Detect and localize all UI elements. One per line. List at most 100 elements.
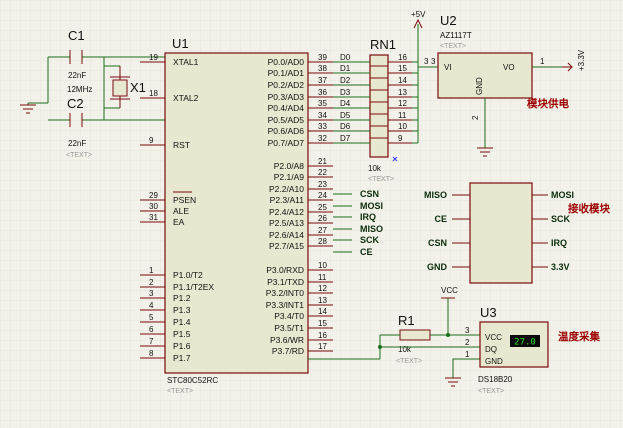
u1-pin-number: 39 [318, 53, 327, 62]
c2-ref: C2 [67, 96, 84, 111]
receiver-left-pin: MISO [424, 190, 447, 200]
capacitor-c1[interactable] [69, 50, 83, 64]
u1-pin-name: XTAL1 [173, 57, 199, 67]
power-module-title: 模块供电 [527, 97, 569, 110]
u1-pin-number: 8 [149, 349, 154, 358]
u3-ref: U3 [480, 305, 497, 320]
u1-pin-name: P2.2/A10 [269, 184, 304, 194]
data-bus-label: D7 [340, 134, 351, 143]
u3-part: DS18B20 [478, 375, 513, 384]
receiver-right-pin: SCK [551, 214, 571, 224]
u1-pin-number: 23 [318, 180, 327, 189]
vcc-label: VCC [441, 286, 458, 295]
u1-pin-name: EA [173, 217, 185, 227]
rn1-pin-number: 13 [398, 88, 407, 97]
u1-pin-name: P1.2 [173, 293, 191, 303]
u1-pin-number: 7 [149, 337, 154, 346]
u1-pin-number: 21 [318, 157, 327, 166]
capacitor-c2[interactable] [69, 113, 83, 127]
u1-pin-name: P1.7 [173, 353, 191, 363]
plus5v-label: +5V [411, 10, 426, 19]
receiver-left-pin: GND [427, 262, 448, 272]
data-bus-label: D6 [340, 122, 351, 131]
u2-pin-out: 1 [540, 57, 545, 66]
u3-pin-gnd: GND [485, 357, 503, 366]
u1-pin-name: P0.4/AD4 [268, 103, 305, 113]
u1-pin-name: P3.2/INT0 [266, 288, 305, 298]
u1-pin-name: P2.7/A15 [269, 241, 304, 251]
u1-pin-number: 27 [318, 226, 327, 235]
u1-pin-number: 37 [318, 76, 327, 85]
u1-pin-number: 10 [318, 261, 327, 270]
u1-pin-name: P3.6/WR [270, 335, 304, 345]
receiver-left-pin: CSN [428, 238, 447, 248]
u1-pin-number: 33 [318, 122, 327, 131]
u1-pin-number: 17 [318, 342, 327, 351]
r1-text-placeholder: <TEXT> [396, 358, 422, 365]
u1-pin-name: P0.2/AD2 [268, 80, 305, 90]
u1-pin-name: P1.1/T2EX [173, 282, 214, 292]
u1-pin-number: 22 [318, 168, 327, 177]
u1-pin-name: P2.1/A9 [274, 172, 305, 182]
x1-ref: X1 [130, 80, 146, 95]
rn1-value: 10k [368, 164, 382, 173]
rn1-pin-number: 16 [398, 53, 407, 62]
rn1-common-pin: 3 [424, 57, 429, 66]
u1-pin-number: 11 [318, 273, 327, 282]
net-label: SCK [360, 235, 380, 245]
u1-pin-number: 38 [318, 64, 327, 73]
u2-vo: VO [503, 63, 515, 72]
u2-vi: VI [444, 63, 452, 72]
u1-pin-number: 3 [149, 289, 154, 298]
rn1-pin-number: 10 [398, 122, 407, 131]
u1-right-pins: 39P0.0/AD038P0.1/AD137P0.2/AD236P0.3/AD3… [266, 53, 383, 356]
u1-pin-name: P2.0/A8 [274, 161, 305, 171]
resistor-r1[interactable] [399, 329, 431, 341]
u1-pin-number: 9 [149, 136, 154, 145]
u1-pin-name: P3.1/TXD [267, 277, 304, 287]
crystal-x1[interactable] [112, 79, 128, 97]
u1-pin-name: RST [173, 140, 190, 150]
u1-pin-number: 14 [318, 307, 327, 316]
u1-pin-number: 12 [318, 284, 327, 293]
u1-text-placeholder: <TEXT> [167, 388, 193, 395]
receiver-module-title: 接收模块 [568, 202, 610, 215]
u2-ref: U2 [440, 13, 457, 28]
data-bus-label: D0 [340, 53, 351, 62]
x1-value: 12MHz [67, 85, 92, 94]
u2-pin-in: 3 [431, 57, 436, 66]
u3-pin-vcc: VCC [485, 333, 502, 342]
net-label: MOSI [360, 201, 383, 211]
u1-pin-name: P1.6 [173, 341, 191, 351]
c2-text-placeholder: <TEXT> [66, 152, 92, 159]
u1-pin-number: 32 [318, 134, 327, 143]
u1-pin-number: 6 [149, 325, 154, 334]
c1-ref: C1 [68, 28, 85, 43]
plus33v-label: +3.3V [577, 49, 586, 71]
u1-pin-number: 2 [149, 278, 154, 287]
temperature-reading: 27.0 [514, 338, 536, 348]
u1-pin-number: 28 [318, 237, 327, 246]
u1-pin-name: P1.4 [173, 317, 191, 327]
u1-pin-name: P2.6/A14 [269, 230, 304, 240]
u1-pin-number: 30 [149, 202, 158, 211]
u1-pin-name: P3.3/INT1 [266, 300, 305, 310]
u1-pin-name: P2.4/A12 [269, 207, 304, 217]
receiver-right-pin: MOSI [551, 190, 574, 200]
c1-value: 22nF [68, 71, 86, 80]
u1-part: STC80C52RC [167, 376, 218, 385]
data-bus-label: D4 [340, 99, 351, 108]
u1-pin-name: P0.0/AD0 [268, 57, 305, 67]
rn1-pin-number: 14 [398, 76, 407, 85]
temperature-section[interactable]: VCC R1 10k <TEXT> 27.0 VCC DQ GND 3 2 1 … [308, 286, 600, 395]
receiver-right-pin: IRQ [551, 238, 567, 248]
u2-regulator[interactable]: U2 AZ1117T <TEXT> VI VO GND 3 1 +3.3V 2 … [418, 13, 586, 157]
ground-symbol [20, 104, 36, 114]
rn1-pin-number: 11 [398, 111, 407, 120]
